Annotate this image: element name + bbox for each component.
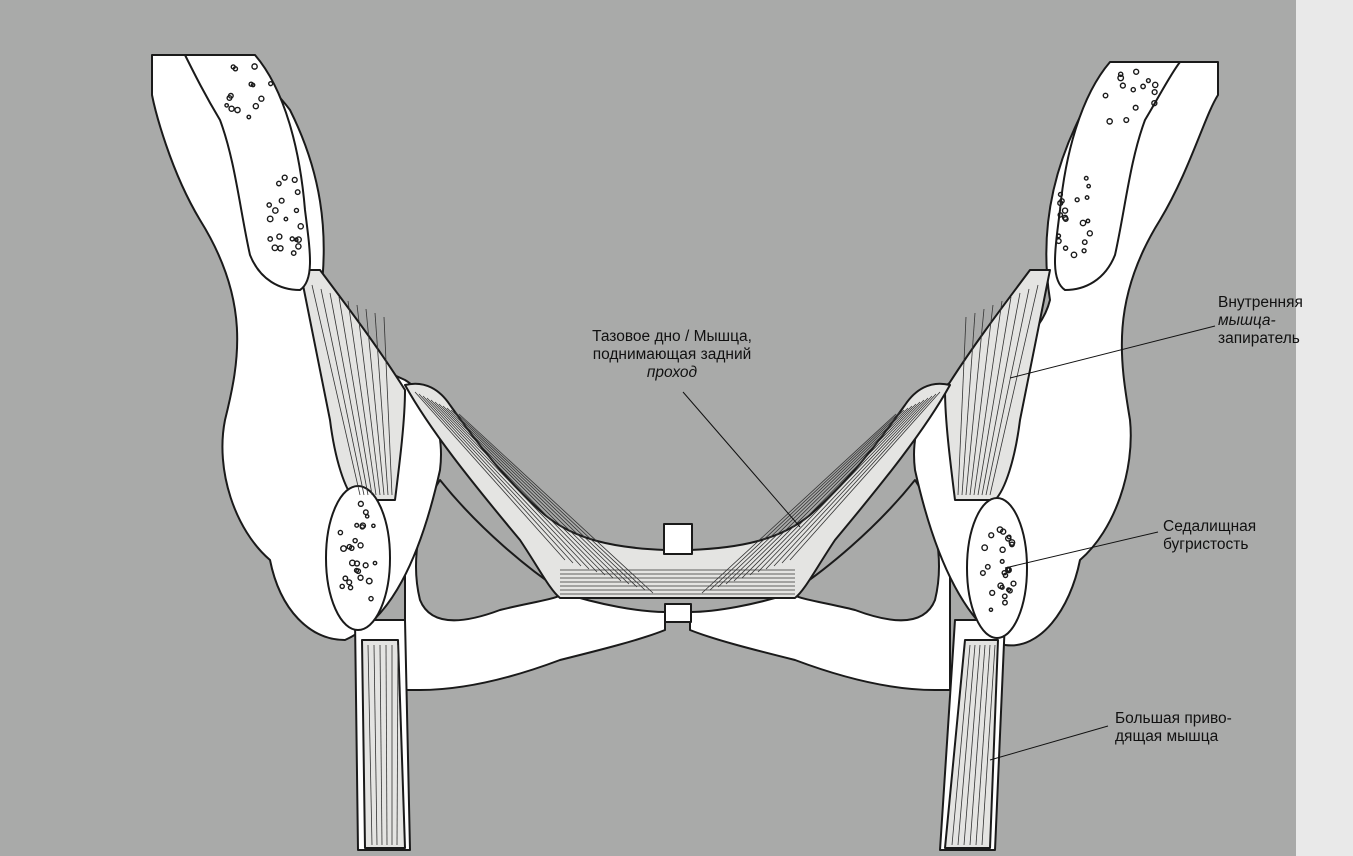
label-obturator-internus-line1: Внутренняя [1218,294,1303,312]
ischial-tuberosity-left [326,486,390,630]
label-pelvic-floor: Тазовое дно / Мышца, поднимающая задний … [566,328,778,382]
pubic-symphysis-lower [665,604,691,622]
label-adductor-magnus-line1: Большая приво- [1115,710,1232,728]
ischial-tuberosity-right [967,498,1027,638]
label-ischial-tuberosity: Седалищная бугристость [1163,518,1256,554]
label-ischial-tuberosity-line2: бугристость [1163,536,1256,554]
label-obturator-internus-line2: мышца- [1218,312,1303,330]
pubic-symphysis-upper [664,524,692,554]
page-edge [1296,0,1353,856]
label-pelvic-floor-line1: Тазовое дно / Мышца, [566,328,778,346]
label-adductor-magnus-line2: дящая мышца [1115,728,1232,746]
label-obturator-internus-line3: запиратель [1218,330,1303,348]
label-pelvic-floor-line2: поднимающая задний [566,346,778,364]
label-obturator-internus: Внутренняя мышца- запиратель [1218,294,1303,348]
label-ischial-tuberosity-line1: Седалищная [1163,518,1256,536]
label-pelvic-floor-line3: проход [566,364,778,382]
label-adductor-magnus: Большая приво- дящая мышца [1115,710,1232,746]
